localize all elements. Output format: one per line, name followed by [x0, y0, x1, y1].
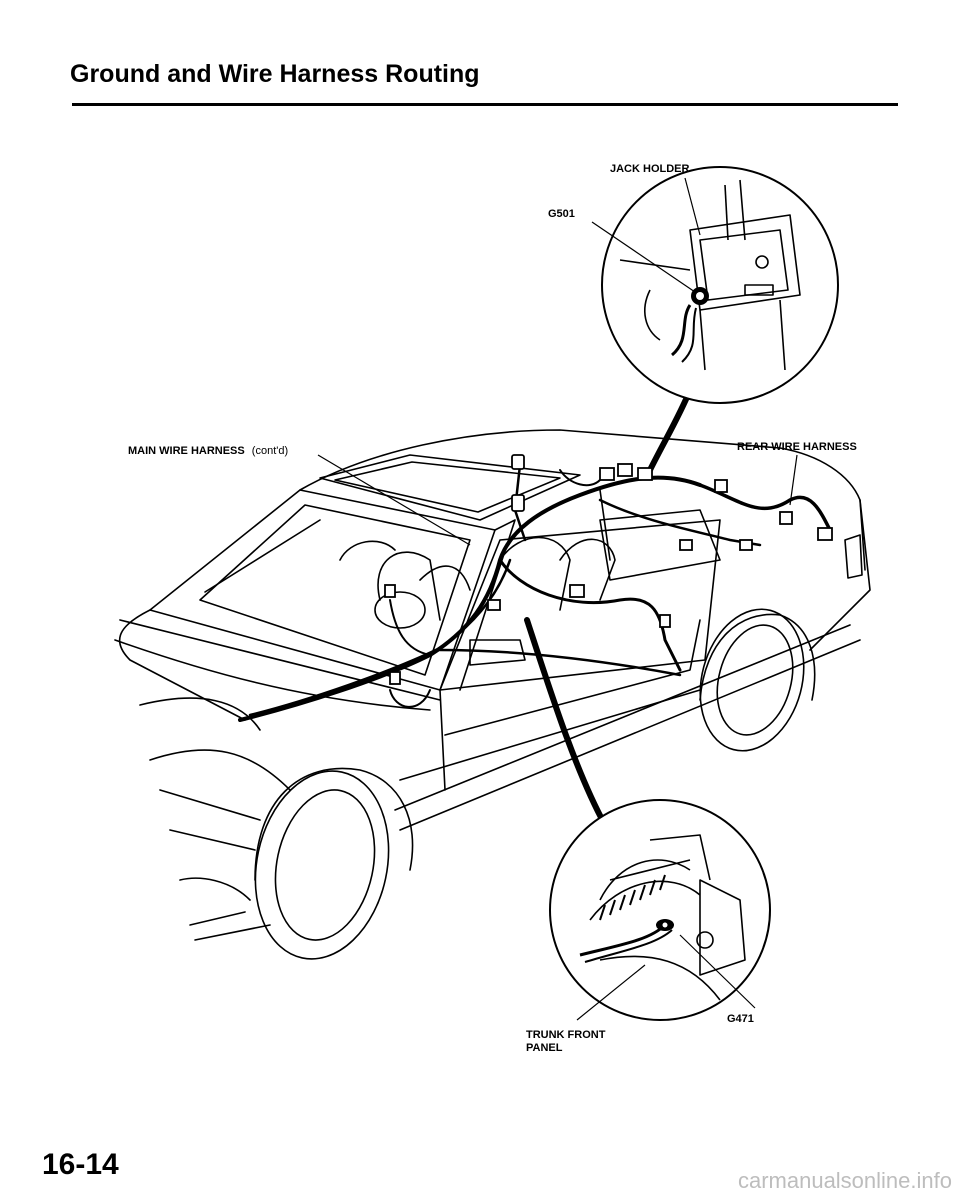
page-number: 16-14 — [42, 1148, 119, 1181]
ground-bolt-icon — [691, 287, 709, 305]
trunk-harness-coil — [599, 874, 666, 921]
trunk-front-panel-detail — [549, 799, 771, 1021]
rear-wire-harness-label: REAR WIRE HARNESS — [737, 441, 857, 453]
title-rule — [72, 103, 898, 106]
connector-icon — [384, 454, 833, 685]
main-wire-harness-text: MAIN WIRE HARNESS — [128, 445, 245, 457]
g501-label: G501 — [548, 208, 575, 220]
page-title: Ground and Wire Harness Routing — [70, 60, 480, 88]
ground-bolt-icon — [656, 919, 674, 931]
main-wire-harness-suffix: (cont'd) — [252, 445, 288, 457]
jack-holder-label: JACK HOLDER — [610, 163, 690, 175]
trunk-front-panel-label-line2: PANEL — [526, 1042, 563, 1054]
g471-label: G471 — [727, 1013, 754, 1025]
wire-harness-icon — [238, 387, 832, 828]
watermark: carmanualsonline.info — [737, 1168, 952, 1193]
trunk-front-panel-label-line1: TRUNK FRONT — [526, 1029, 606, 1041]
car-outline-icon — [114, 429, 871, 960]
main-wire-harness-label: MAIN WIRE HARNESS (cont'd) — [128, 445, 288, 457]
leader-lines — [317, 177, 798, 1021]
jack-holder-detail — [601, 166, 839, 404]
